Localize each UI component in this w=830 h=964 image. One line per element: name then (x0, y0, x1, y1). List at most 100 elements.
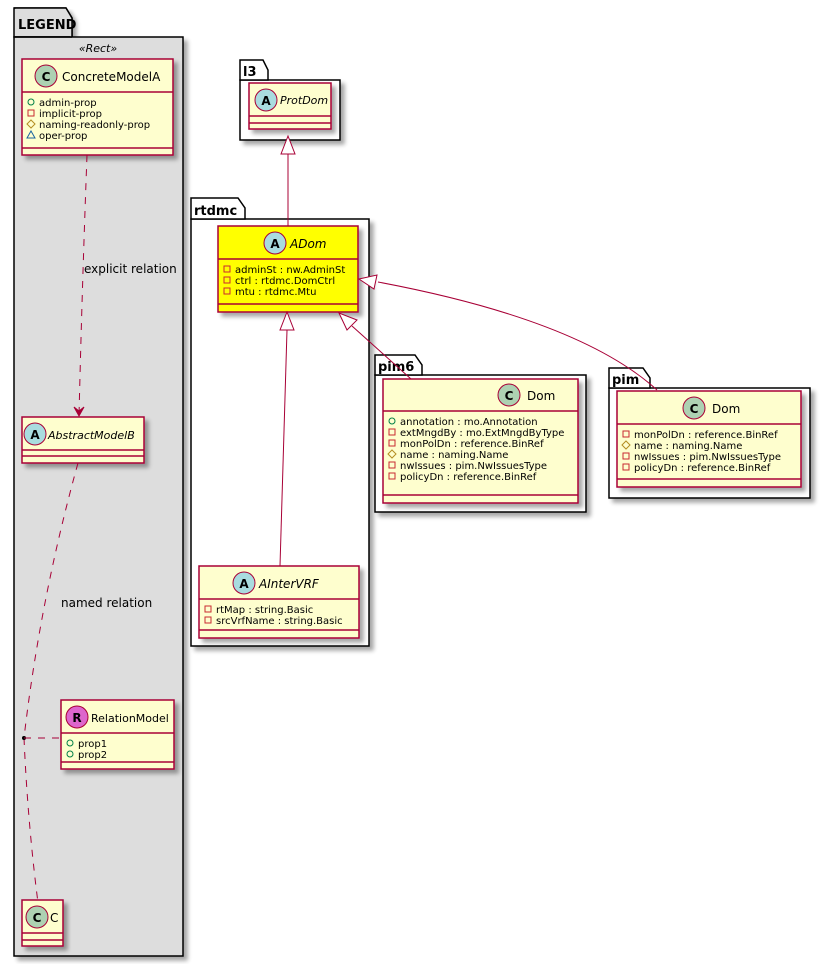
protected-visibility-icon (387, 449, 397, 459)
class-protdom[interactable]: A ProtDom (248, 82, 332, 130)
explicit-relation-edge[interactable]: explicit relation (73, 154, 177, 418)
class-badge-icon: C (25, 905, 49, 929)
class-name: AbstractModelB (47, 429, 135, 442)
private-visibility-icon (388, 461, 396, 469)
private-visibility-icon (622, 463, 630, 471)
private-visibility-icon (223, 287, 231, 295)
attribute: prop2 (78, 750, 107, 761)
inheritance-arrow-icon (279, 310, 295, 331)
class-pim6-dom[interactable]: C Dom annotation : mo.AnnotationextMngdB… (382, 378, 579, 504)
private-visibility-icon (388, 472, 396, 480)
class-name: ProtDom (280, 94, 328, 107)
inheritance-arrow-icon (357, 274, 378, 290)
class-name: AInterVRF (258, 577, 320, 591)
legend-package: LEGEND «Rect» (13, 7, 184, 957)
attribute: rtMap : string.Basic (216, 605, 313, 616)
arrowhead-icon (73, 406, 85, 418)
generalization-pimdom-adom[interactable] (357, 274, 658, 391)
private-visibility-icon (223, 265, 231, 273)
svg-text:R: R (72, 711, 81, 725)
attribute: implicit-prop (39, 109, 102, 120)
attribute: prop1 (78, 739, 107, 750)
attribute: nwIssues : pim.NwIssuesType (634, 452, 781, 463)
attribute-list: admin-propimplicit-propnaming-readonly-p… (26, 98, 150, 142)
attribute: nwIssues : pim.NwIssuesType (400, 461, 547, 472)
private-visibility-icon (622, 452, 630, 460)
attribute: name : naming.Name (634, 441, 742, 452)
svg-text:A: A (239, 577, 249, 591)
svg-text:A: A (30, 428, 40, 442)
attribute: admin-prop (39, 98, 97, 109)
package-label: l3 (243, 65, 257, 80)
generalization-adom-protdom[interactable] (280, 134, 296, 227)
relation-badge-icon: R (65, 705, 89, 729)
inheritance-arrow-icon (280, 134, 296, 155)
attribute: srcVrfName : string.Basic (216, 616, 343, 627)
attribute: extMngdBy : mo.ExtMngdByType (400, 428, 564, 439)
class-name: ConcreteModelA (62, 70, 161, 84)
private-visibility-icon (388, 439, 396, 447)
attribute: oper-prop (39, 131, 87, 142)
explicit-relation-label: explicit relation (84, 262, 177, 276)
class-c[interactable]: C C (21, 899, 64, 947)
private-visibility-icon (622, 430, 630, 438)
public-visibility-icon (66, 739, 74, 747)
inheritance-arrow-icon (338, 312, 358, 331)
class-abstract-model-b[interactable]: A AbstractModelB (21, 416, 145, 464)
abstract-badge-icon: A (232, 571, 256, 595)
attribute: naming-readonly-prop (39, 120, 150, 131)
svg-text:C: C (42, 70, 51, 84)
private-visibility-icon (204, 616, 212, 624)
package-label: rtdmc (194, 204, 237, 219)
protected-visibility-icon (621, 440, 631, 450)
protected-visibility-icon (26, 119, 36, 129)
abstract-badge-icon: A (23, 422, 47, 446)
generalization-ainterverf-adom[interactable] (279, 310, 295, 567)
attribute: policyDn : reference.BinRef (400, 472, 537, 483)
svg-text:C: C (505, 389, 514, 403)
class-ainterverf[interactable]: A AInterVRF rtMap : string.BasicsrcVrfNa… (198, 565, 360, 639)
abstract-badge-icon: A (254, 88, 278, 112)
svg-text:C: C (690, 402, 699, 416)
class-name: Dom (712, 402, 740, 416)
class-name: ADom (289, 237, 326, 251)
named-relation-label: named relation (61, 596, 152, 610)
class-concrete-model-a[interactable]: C ConcreteModelA admin-propimplicit-prop… (21, 58, 174, 156)
private-visibility-icon (388, 428, 396, 436)
private-visibility-icon (27, 109, 35, 117)
class-name: Dom (527, 389, 555, 403)
legend-package-label: LEGEND (18, 18, 77, 33)
public-visibility-icon (66, 750, 74, 758)
attribute: monPolDn : reference.BinRef (634, 430, 778, 441)
attribute: annotation : mo.Annotation (400, 417, 538, 428)
package-label: pim6 (378, 360, 414, 375)
svg-text:C: C (33, 911, 42, 925)
svg-text:A: A (261, 94, 271, 108)
attribute: ctrl : rtdmc.DomCtrl (235, 276, 335, 287)
attribute: adminSt : nw.AdminSt (235, 265, 345, 276)
class-badge-icon: C (497, 383, 521, 407)
generalization-pim6dom-adom[interactable] (338, 312, 412, 380)
class-name: C (50, 911, 58, 925)
attribute: policyDn : reference.BinRef (634, 463, 771, 474)
class-badge-icon: C (34, 64, 58, 88)
package-visibility-icon (26, 129, 36, 139)
private-visibility-icon (223, 276, 231, 284)
class-badge-icon: C (682, 396, 706, 420)
public-visibility-icon (27, 98, 35, 106)
private-visibility-icon (204, 605, 212, 613)
attribute: monPolDn : reference.BinRef (400, 439, 544, 450)
class-name: RelationModel (91, 712, 169, 725)
public-visibility-icon (388, 417, 396, 425)
attribute: name : naming.Name (400, 450, 508, 461)
attribute: mtu : rtdmc.Mtu (235, 287, 316, 298)
svg-text:A: A (270, 237, 280, 251)
